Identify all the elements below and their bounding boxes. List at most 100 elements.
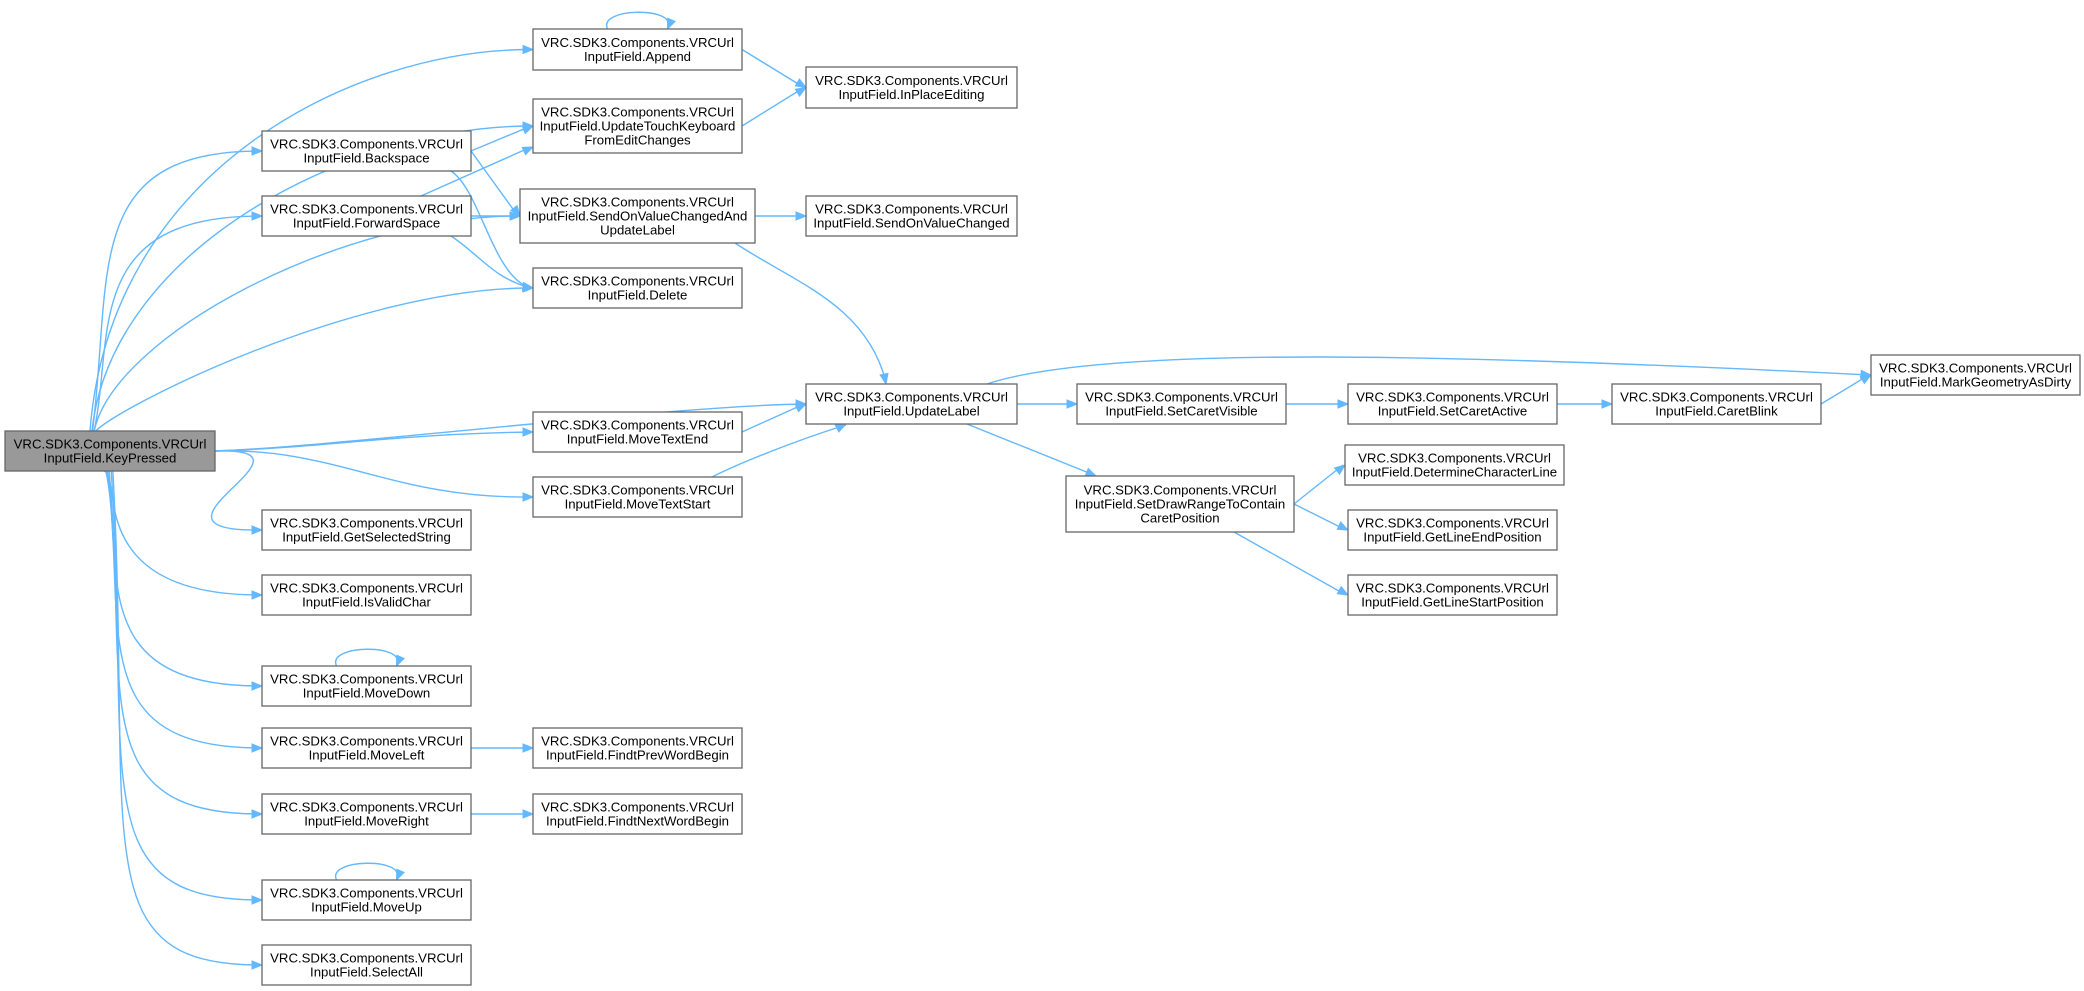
edge-line: [105, 470, 261, 687]
node-label-line: InputField.GetSelectedString: [282, 530, 451, 545]
node-get-line-start-position[interactable]: VRC.SDK3.Components.VRCUrlInputField.Get…: [1347, 574, 1558, 616]
edge-key-pressed-to-backspace: [91, 146, 264, 432]
node-label-line: VRC.SDK3.Components.VRCUrl: [541, 105, 734, 120]
arrow-head: [251, 895, 264, 905]
edge-caret-blink-to-mark-geometry-as-dirty: [1820, 374, 1873, 405]
arrow-head: [521, 281, 535, 292]
node-delete[interactable]: VRC.SDK3.Components.VRCUrlInputField.Del…: [532, 267, 743, 309]
node-box: [805, 383, 1018, 425]
edge-set-draw-range-to-get-line-end-position: [1293, 503, 1350, 531]
edge-line: [214, 431, 532, 452]
edge-set-caret-visible-to-set-caret-active: [1286, 399, 1350, 409]
node-append[interactable]: VRC.SDK3.Components.VRCUrlInputField.App…: [532, 28, 743, 71]
node-label-line: InputField.KeyPressed: [44, 451, 177, 466]
node-send-on-value-changed-and-update-label[interactable]: VRC.SDK3.Components.VRCUrlInputField.Sen…: [519, 188, 756, 244]
edge-line: [214, 450, 532, 498]
node-findt-next-word-begin[interactable]: VRC.SDK3.Components.VRCUrlInputField.Fin…: [532, 793, 743, 835]
arrow-head: [251, 960, 264, 970]
edge-line: [93, 215, 261, 432]
node-label-line: InputField.MoveDown: [303, 686, 431, 701]
edge-line: [420, 146, 532, 197]
edge-forward-space-to-update-touch-keyboard: [420, 146, 535, 197]
node-label-line: VRC.SDK3.Components.VRCUrl: [541, 734, 734, 749]
node-label-line: InputField.MoveUp: [311, 900, 422, 915]
node-update-label[interactable]: VRC.SDK3.Components.VRCUrlInputField.Upd…: [805, 383, 1018, 425]
edge-line: [470, 125, 532, 152]
node-box: [261, 665, 472, 707]
edge-line: [103, 470, 261, 596]
arrow-head: [251, 211, 264, 221]
node-get-line-end-position[interactable]: VRC.SDK3.Components.VRCUrlInputField.Get…: [1347, 509, 1558, 551]
edge-line: [741, 48, 805, 89]
node-label-line: VRC.SDK3.Components.VRCUrl: [541, 418, 734, 433]
node-in-place-editing[interactable]: VRC.SDK3.Components.VRCUrlInputField.InP…: [805, 66, 1018, 109]
arrow-head: [1337, 399, 1350, 409]
node-label-line: InputField.Append: [584, 49, 691, 64]
arrow-head: [794, 86, 808, 97]
node-select-all[interactable]: VRC.SDK3.Components.VRCUrlInputField.Sel…: [261, 944, 472, 986]
arrow-head: [522, 44, 535, 55]
edge-line: [450, 170, 532, 289]
arrow-head: [395, 868, 405, 882]
edge-key-pressed-to-get-selected-string: [210, 450, 264, 535]
node-is-valid-char[interactable]: VRC.SDK3.Components.VRCUrlInputField.IsV…: [261, 574, 472, 616]
edge-send-on-value-changed-and-update-label-to-update-label: [734, 242, 889, 386]
edge-move-down-to-move-down: [335, 648, 405, 668]
edge-line: [966, 423, 1095, 476]
node-caret-blink[interactable]: VRC.SDK3.Components.VRCUrlInputField.Car…: [1611, 383, 1822, 425]
edge-key-pressed-to-delete: [95, 283, 535, 432]
edge-line: [95, 287, 532, 432]
node-set-draw-range[interactable]: VRC.SDK3.Components.VRCUrlInputField.Set…: [1065, 475, 1295, 533]
node-mark-geometry-as-dirty[interactable]: VRC.SDK3.Components.VRCUrlInputField.Mar…: [1870, 354, 2081, 396]
node-determine-character-line[interactable]: VRC.SDK3.Components.VRCUrlInputField.Det…: [1344, 444, 1565, 486]
arrow-head: [509, 211, 522, 221]
node-key-pressed[interactable]: VRC.SDK3.Components.VRCUrlInputField.Key…: [4, 430, 216, 472]
node-label-line: VRC.SDK3.Components.VRCUrl: [1879, 361, 2072, 376]
node-label-line: VRC.SDK3.Components.VRCUrl: [270, 672, 463, 687]
edge-line: [335, 862, 398, 881]
node-label-line: InputField.CaretBlink: [1655, 404, 1778, 419]
node-move-text-start[interactable]: VRC.SDK3.Components.VRCUrlInputField.Mov…: [532, 476, 743, 518]
node-forward-space[interactable]: VRC.SDK3.Components.VRCUrlInputField.For…: [261, 195, 472, 237]
edge-move-up-to-move-up: [335, 862, 405, 882]
node-label-line: InputField.SendOnValueChangedAnd: [528, 209, 748, 224]
edge-line: [93, 215, 519, 432]
node-move-left[interactable]: VRC.SDK3.Components.VRCUrlInputField.Mov…: [261, 727, 472, 769]
edge-line: [91, 150, 261, 432]
arrow-head: [794, 78, 808, 89]
edge-line: [335, 648, 398, 667]
node-move-down[interactable]: VRC.SDK3.Components.VRCUrlInputField.Mov…: [261, 665, 472, 707]
node-label-line: InputField.MarkGeometryAsDirty: [1880, 375, 2072, 390]
edge-backspace-to-update-touch-keyboard: [470, 125, 535, 152]
edge-line: [1293, 503, 1347, 531]
node-label-line: InputField.Delete: [588, 288, 688, 303]
node-set-caret-active[interactable]: VRC.SDK3.Components.VRCUrlInputField.Set…: [1347, 383, 1558, 425]
node-label-line: InputField.GetLineStartPosition: [1361, 595, 1544, 610]
node-label-line: VRC.SDK3.Components.VRCUrl: [270, 951, 463, 966]
node-update-touch-keyboard[interactable]: VRC.SDK3.Components.VRCUrlInputField.Upd…: [532, 98, 743, 154]
node-move-up[interactable]: VRC.SDK3.Components.VRCUrlInputField.Mov…: [261, 879, 472, 921]
node-label-line: InputField.SendOnValueChanged: [813, 216, 1009, 231]
node-box: [4, 430, 216, 472]
arrow-head: [251, 809, 264, 819]
node-label-line: VRC.SDK3.Components.VRCUrl: [815, 73, 1008, 88]
node-move-right[interactable]: VRC.SDK3.Components.VRCUrlInputField.Mov…: [261, 793, 472, 835]
node-send-on-value-changed[interactable]: VRC.SDK3.Components.VRCUrlInputField.Sen…: [805, 195, 1018, 237]
node-set-caret-visible[interactable]: VRC.SDK3.Components.VRCUrlInputField.Set…: [1076, 383, 1287, 425]
node-box: [261, 879, 472, 921]
node-box: [1065, 475, 1295, 533]
node-get-selected-string[interactable]: VRC.SDK3.Components.VRCUrlInputField.Get…: [261, 509, 472, 551]
edge-key-pressed-to-send-on-value-changed-and-update-label: [93, 211, 522, 432]
node-findt-prev-word-begin[interactable]: VRC.SDK3.Components.VRCUrlInputField.Fin…: [532, 727, 743, 769]
node-label-line: VRC.SDK3.Components.VRCUrl: [270, 734, 463, 749]
arrow-head: [522, 809, 535, 819]
node-label-line: VRC.SDK3.Components.VRCUrl: [1358, 451, 1551, 466]
edge-set-draw-range-to-determine-character-line: [1293, 464, 1347, 505]
node-label-line: VRC.SDK3.Components.VRCUrl: [541, 274, 734, 289]
node-box: [519, 188, 756, 244]
node-label-line: InputField.FindtPrevWordBegin: [546, 748, 729, 763]
node-move-text-end[interactable]: VRC.SDK3.Components.VRCUrlInputField.Mov…: [532, 411, 743, 453]
node-backspace[interactable]: VRC.SDK3.Components.VRCUrlInputField.Bac…: [261, 130, 472, 172]
edge-append-to-append: [606, 11, 676, 31]
